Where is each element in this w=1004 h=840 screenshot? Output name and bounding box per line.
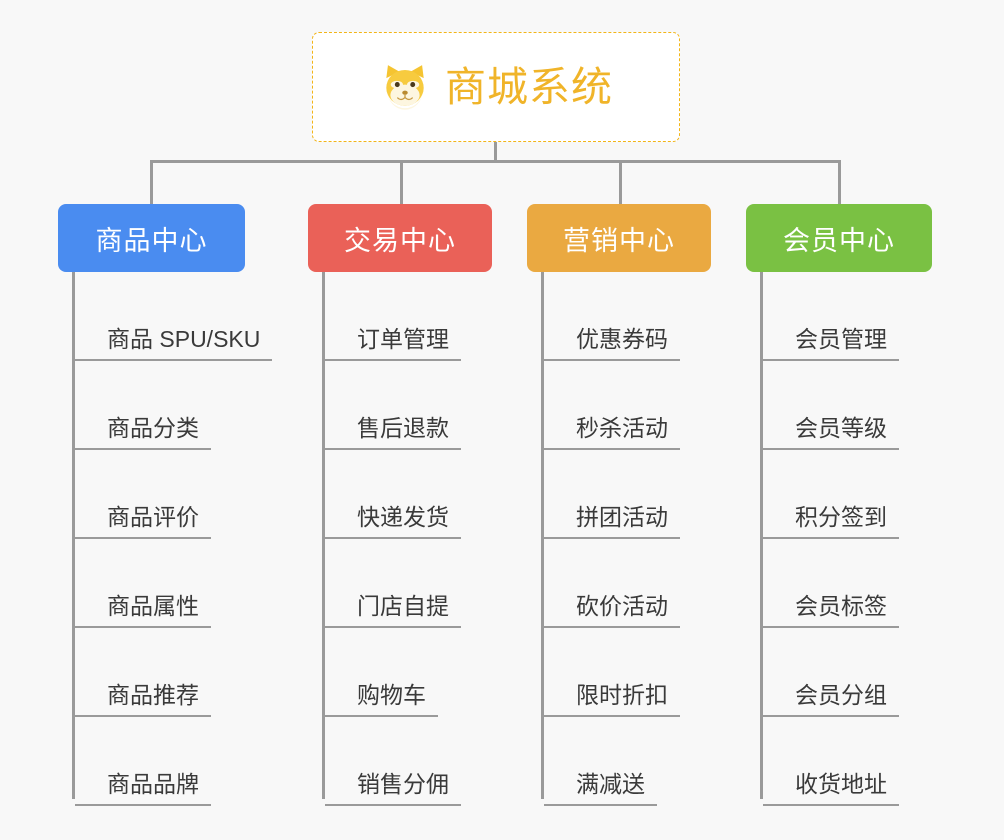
list-item[interactable]: 收货地址 (760, 717, 932, 806)
branch-member-center: 会员中心 会员管理 会员等级 积分签到 会员标签 会员分组 收货地址 (746, 204, 932, 806)
leaf-label: 售后退款 (325, 415, 461, 450)
list-item[interactable]: 限时折扣 (541, 628, 711, 717)
leaf-trunk-line (322, 272, 325, 799)
list-item[interactable]: 快递发货 (322, 450, 492, 539)
list-item[interactable]: 会员管理 (760, 272, 932, 361)
leaf-label: 商品推荐 (75, 682, 211, 717)
leaf-label: 商品分类 (75, 415, 211, 450)
connector-drop-product-center (150, 160, 153, 204)
leaf-label: 会员等级 (763, 415, 899, 450)
list-item[interactable]: 商品品牌 (72, 717, 245, 806)
leaf-label: 商品品牌 (75, 771, 211, 806)
connector-horizontal-bar (150, 160, 840, 163)
list-item[interactable]: 积分签到 (760, 450, 932, 539)
leaf-label: 订单管理 (325, 326, 461, 361)
root-node[interactable]: 商城系统 (312, 32, 680, 142)
leaf-label: 会员管理 (763, 326, 899, 361)
leaf-label: 快递发货 (325, 504, 461, 539)
category-label: 商品中心 (95, 225, 208, 256)
category-label: 会员中心 (783, 225, 895, 256)
leaf-label: 会员标签 (763, 593, 899, 628)
category-box-marketing-center[interactable]: 营销中心 (527, 204, 711, 272)
leaf-trunk-line (760, 272, 763, 799)
leaf-label: 秒杀活动 (544, 415, 680, 450)
list-item[interactable]: 砍价活动 (541, 539, 711, 628)
list-item[interactable]: 门店自提 (322, 539, 492, 628)
category-label: 营销中心 (563, 225, 675, 256)
list-item[interactable]: 会员等级 (760, 361, 932, 450)
list-item[interactable]: 销售分佣 (322, 717, 492, 806)
connector-drop-marketing-center (619, 160, 622, 204)
list-item[interactable]: 秒杀活动 (541, 361, 711, 450)
leaf-label: 砍价活动 (544, 593, 680, 628)
list-item[interactable]: 商品属性 (72, 539, 245, 628)
leaf-label: 拼团活动 (544, 504, 680, 539)
leaf-label: 商品属性 (75, 593, 211, 628)
leaf-label: 满减送 (544, 771, 657, 806)
leaf-label: 优惠券码 (544, 326, 680, 361)
leaf-label: 限时折扣 (544, 682, 680, 717)
branch-marketing-center: 营销中心 优惠券码 秒杀活动 拼团活动 砍价活动 限时折扣 满减送 (527, 204, 711, 806)
leaf-label: 商品 SPU/SKU (75, 326, 273, 361)
leaf-trunk-line (541, 272, 544, 799)
category-label: 交易中心 (344, 225, 456, 256)
leaf-label: 购物车 (325, 682, 438, 717)
leaf-group-member-center: 会员管理 会员等级 积分签到 会员标签 会员分组 收货地址 (760, 272, 932, 806)
list-item[interactable]: 拼团活动 (541, 450, 711, 539)
category-box-member-center[interactable]: 会员中心 (746, 204, 932, 272)
leaf-group-product-center: 商品 SPU/SKU 商品分类 商品评价 商品属性 商品推荐 商品品牌 (72, 272, 273, 806)
list-item[interactable]: 订单管理 (322, 272, 492, 361)
leaf-label: 销售分佣 (325, 771, 461, 806)
list-item[interactable]: 商品 SPU/SKU (72, 272, 273, 361)
list-item[interactable]: 商品推荐 (72, 628, 245, 717)
list-item[interactable]: 会员标签 (760, 539, 932, 628)
leaf-list: 优惠券码 秒杀活动 拼团活动 砍价活动 限时折扣 满减送 (541, 272, 711, 806)
leaf-list: 订单管理 售后退款 快递发货 门店自提 购物车 销售分佣 (322, 272, 492, 806)
list-item[interactable]: 满减送 (541, 717, 711, 806)
list-item[interactable]: 售后退款 (322, 361, 492, 450)
leaf-label: 积分签到 (763, 504, 899, 539)
leaf-label: 门店自提 (325, 593, 461, 628)
root-title: 商城系统 (445, 63, 613, 110)
list-item[interactable]: 商品评价 (72, 450, 245, 539)
leaf-list: 商品 SPU/SKU 商品分类 商品评价 商品属性 商品推荐 商品品牌 (72, 272, 273, 806)
leaf-trunk-line (72, 272, 75, 799)
category-box-product-center[interactable]: 商品中心 (58, 204, 245, 272)
branch-trade-center: 交易中心 订单管理 售后退款 快递发货 门店自提 购物车 销售分佣 (308, 204, 492, 806)
category-box-trade-center[interactable]: 交易中心 (308, 204, 492, 272)
connector-root-stem (494, 142, 497, 162)
leaf-label: 收货地址 (763, 771, 899, 806)
leaf-group-marketing-center: 优惠券码 秒杀活动 拼团活动 砍价活动 限时折扣 满减送 (541, 272, 711, 806)
branch-product-center: 商品中心 商品 SPU/SKU 商品分类 商品评价 商品属性 商品推荐 商品品牌 (58, 204, 273, 806)
list-item[interactable]: 会员分组 (760, 628, 932, 717)
leaf-group-trade-center: 订单管理 售后退款 快递发货 门店自提 购物车 销售分佣 (322, 272, 492, 806)
list-item[interactable]: 购物车 (322, 628, 492, 717)
leaf-label: 商品评价 (75, 504, 211, 539)
leaf-label: 会员分组 (763, 682, 899, 717)
connector-drop-trade-center (400, 160, 403, 204)
connector-drop-member-center (838, 160, 841, 204)
shiba-dog-face-icon (386, 65, 424, 110)
list-item[interactable]: 商品分类 (72, 361, 245, 450)
leaf-list: 会员管理 会员等级 积分签到 会员标签 会员分组 收货地址 (760, 272, 932, 806)
list-item[interactable]: 优惠券码 (541, 272, 711, 361)
